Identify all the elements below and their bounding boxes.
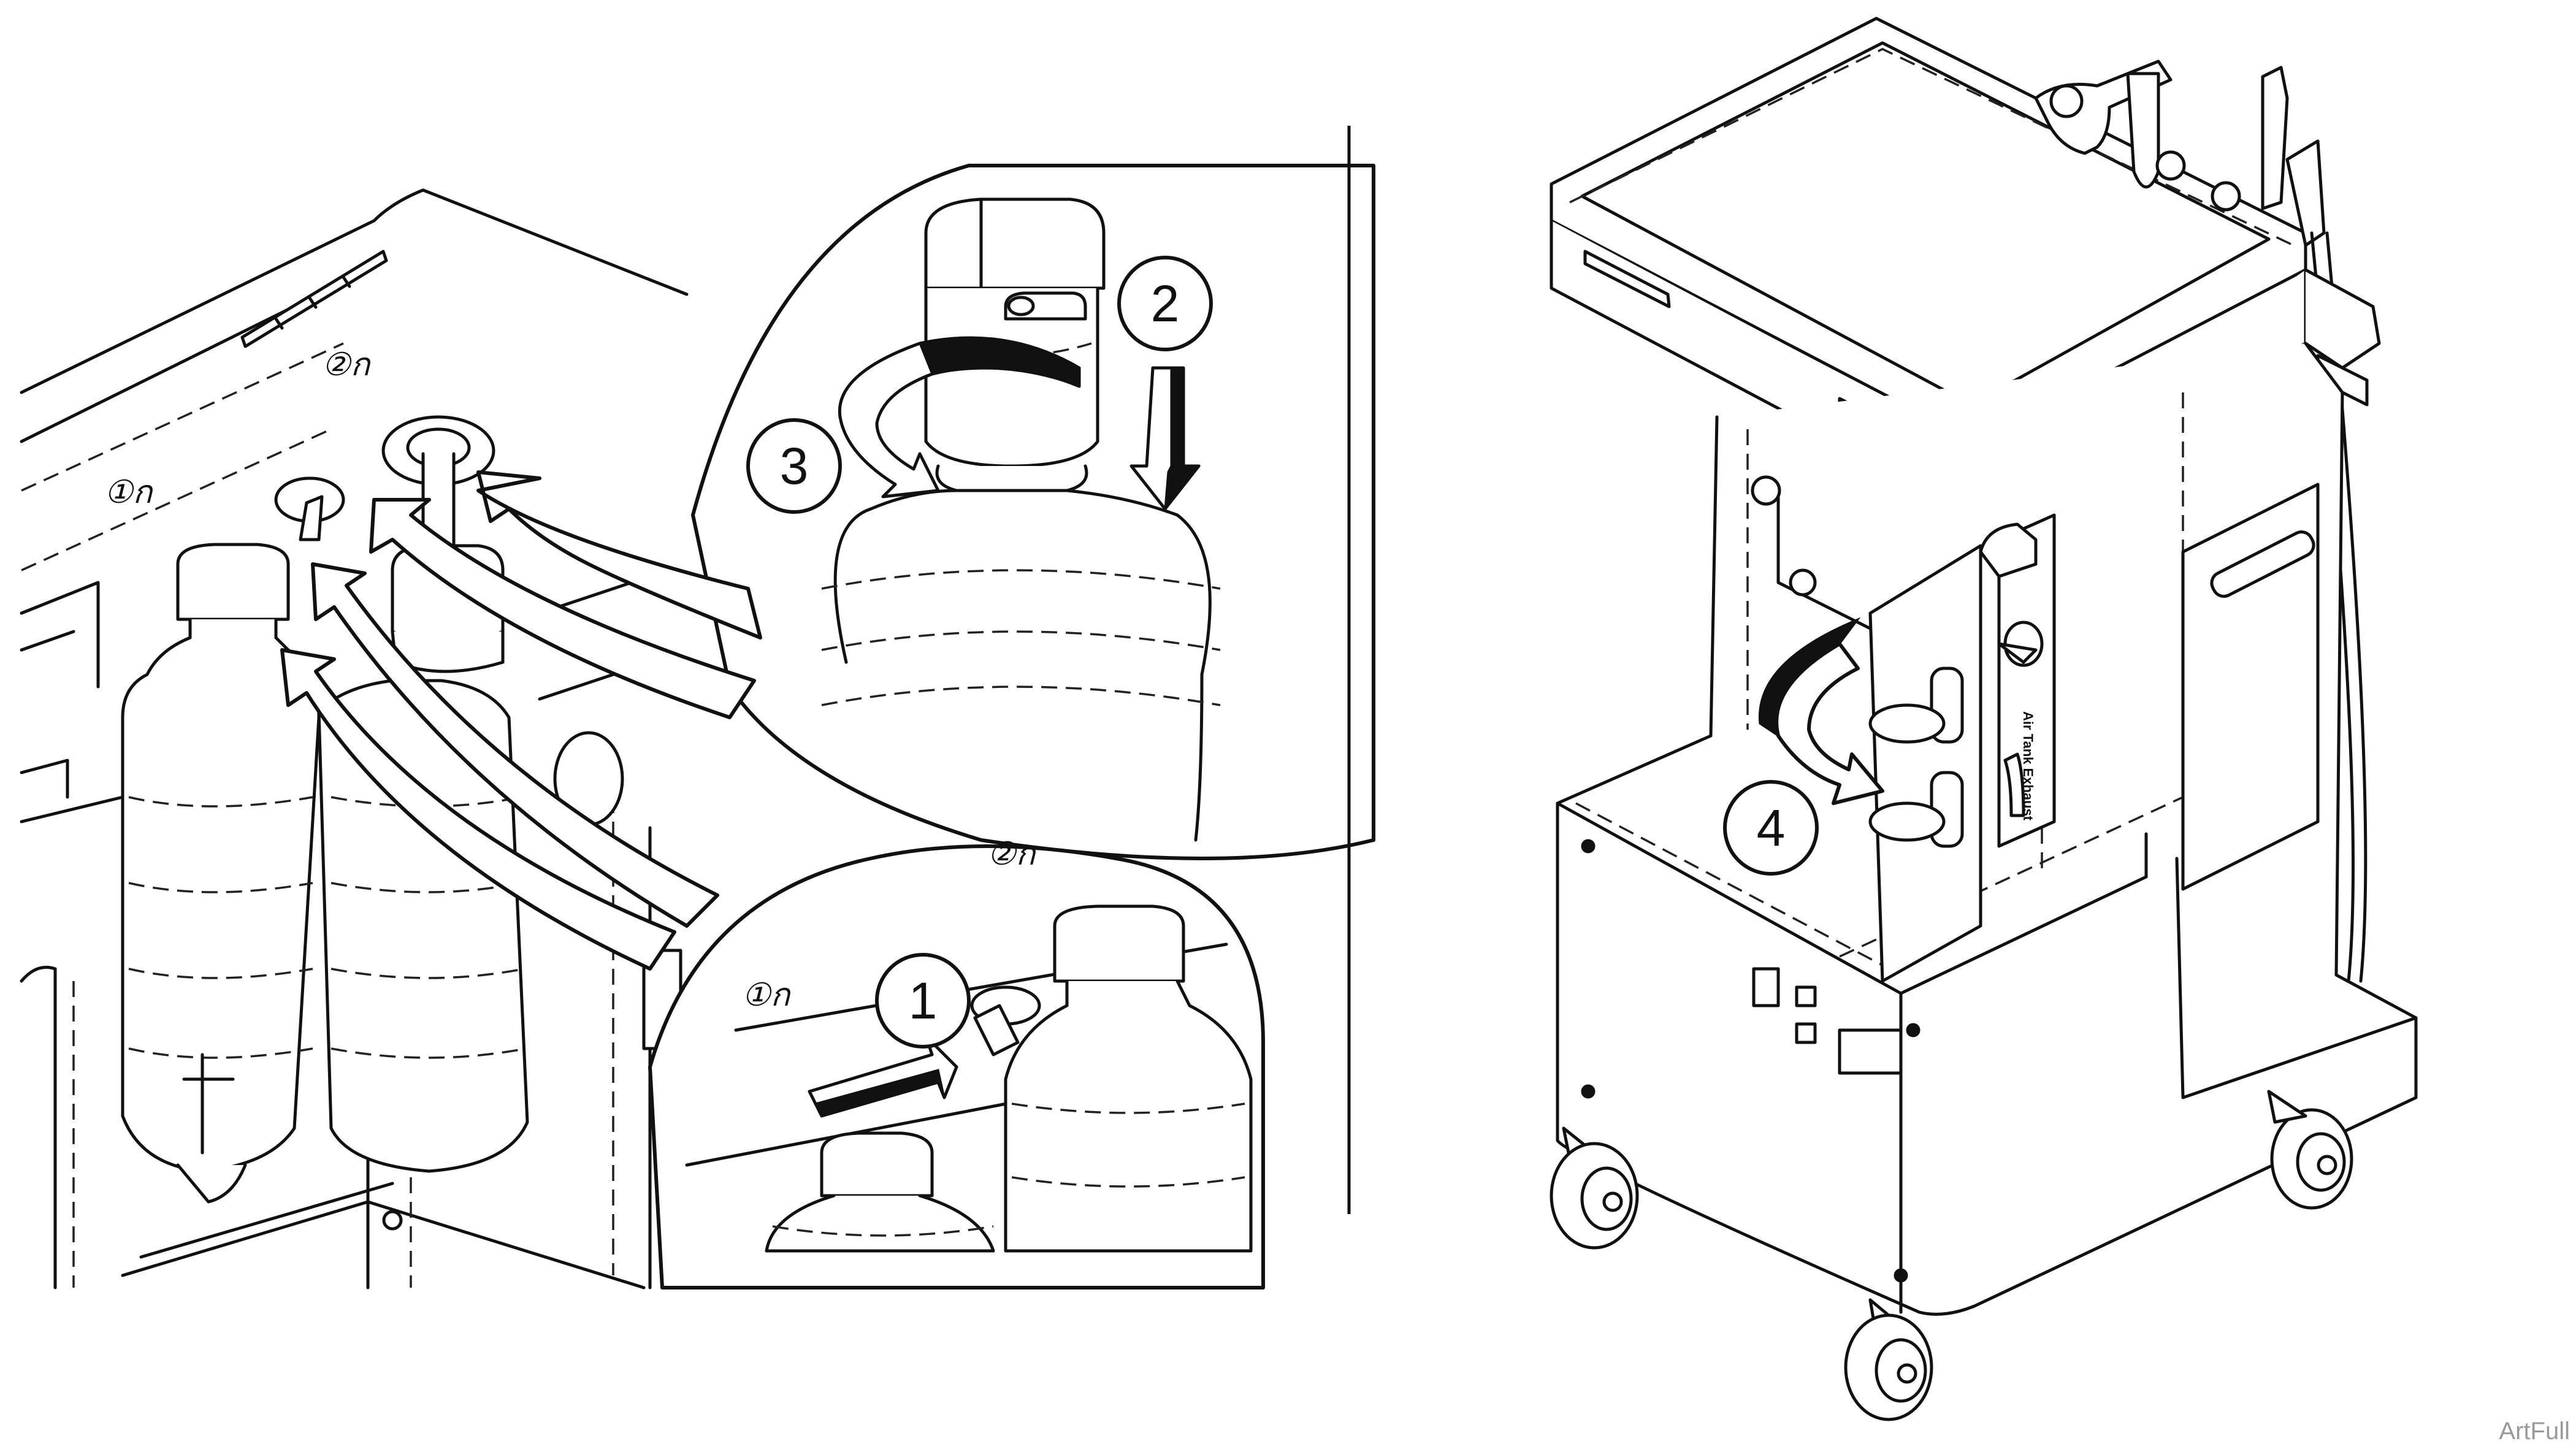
rotate-arrow: [838, 336, 1081, 499]
position-mark-1-lower: ①ก: [742, 977, 792, 1013]
caster-front-right: [1844, 1298, 1933, 1421]
left-detail-view: ②ก ①ก: [20, 164, 1375, 1290]
hinge: [240, 250, 388, 348]
bottles-left: [121, 543, 652, 1204]
zoom-detail-lower: ②ก ①ก: [648, 836, 1265, 1290]
callout-step-1: 1: [875, 953, 971, 1049]
artfull-watermark: ArtFull: [2499, 1418, 2570, 1445]
position-mark-2: ②ก: [322, 347, 372, 383]
position-mark-2-lower: ②ก: [987, 836, 1037, 872]
caster-front-left: [1550, 1126, 1639, 1250]
callout-step-3-text: 3: [780, 437, 809, 495]
push-arrow: [808, 1034, 958, 1118]
casters: [1550, 1090, 2353, 1421]
callout-step-4: 4: [1723, 780, 1819, 876]
callout-step-1-text: 1: [909, 972, 938, 1030]
position-mark-1: ①ก: [104, 475, 154, 510]
caster-rear-right: [2267, 1090, 2353, 1210]
cabinet-body: Air Tank Exhaust: [1556, 342, 2418, 1316]
dental-cart: Air Tank Exhaust: [1550, 17, 2418, 1421]
bottle-cap-detail: [924, 197, 1106, 492]
callout-step-2-text: 2: [1151, 275, 1180, 332]
curved-arrows: [280, 470, 762, 971]
zoom-detail-upper: [691, 164, 1375, 860]
callout-step-2: 2: [1117, 256, 1213, 351]
callout-step-4-text: 4: [1757, 799, 1786, 857]
bottle-body-detail: [821, 489, 1221, 842]
pickup-tube-assembly: [274, 415, 505, 673]
down-arrow: [1129, 366, 1201, 512]
callout-step-3: 3: [746, 418, 842, 514]
